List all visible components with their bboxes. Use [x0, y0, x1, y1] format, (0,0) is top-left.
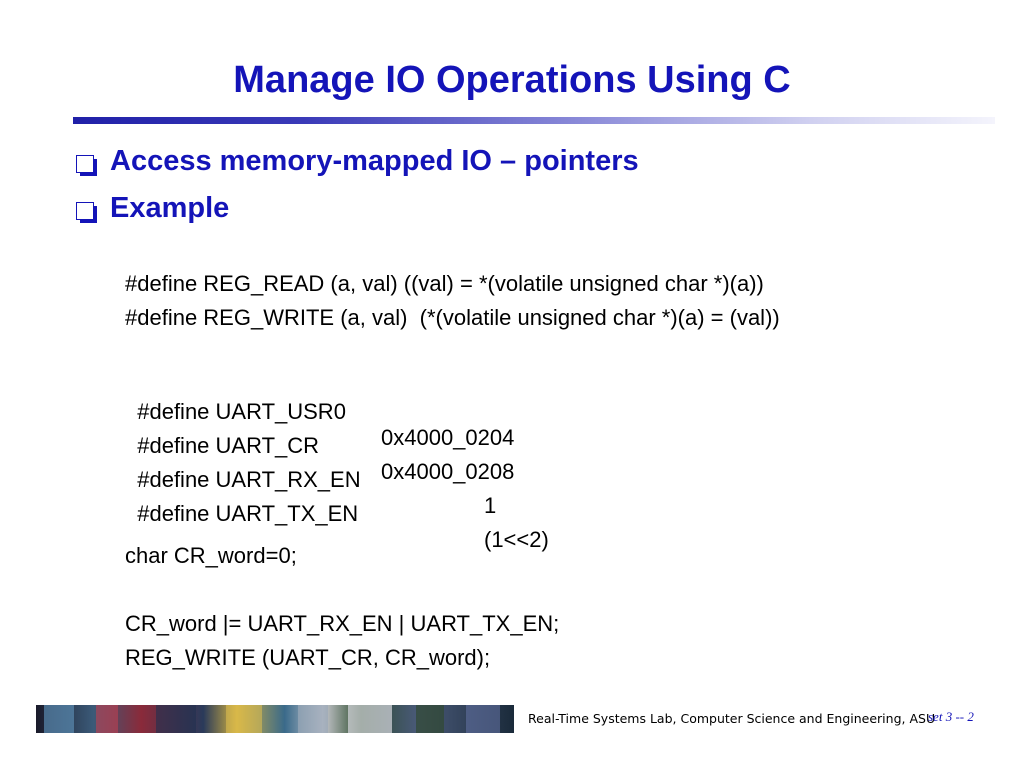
define-name: #define UART_USR0 — [137, 399, 346, 424]
define-name: #define UART_TX_EN — [137, 501, 359, 526]
code-write-call: REG_WRITE (UART_CR, CR_word); — [125, 645, 491, 670]
code-reg-write: #define REG_WRITE (a, val) (*(volatile u… — [125, 305, 780, 330]
bullet-example: Example — [76, 192, 229, 225]
define-name: #define UART_CR — [137, 433, 320, 458]
code-uart-tx-en: #define UART_TX_EN (1<<2) — [125, 475, 549, 553]
code-uart-usr0: #define UART_USR0 0x4000_0204 — [125, 373, 514, 451]
bullet-memory-mapped-io: Access memory-mapped IO – pointers — [76, 145, 639, 178]
define-value: 0x4000_0208 — [381, 459, 515, 484]
code-or-assign: CR_word |= UART_RX_EN | UART_TX_EN; — [125, 611, 560, 636]
checkbox-bullet-icon — [76, 154, 97, 176]
code-char-decl: char CR_word=0; — [125, 543, 297, 568]
define-value: 1 — [484, 493, 497, 518]
page-number: set 3 -- 2 — [928, 709, 974, 724]
slide-title: Manage IO Operations Using C — [233, 59, 791, 101]
code-uart-cr: #define UART_CR 0x4000_0208 — [125, 407, 514, 485]
bullet-text: Access memory-mapped IO – pointers — [110, 145, 639, 177]
checkbox-bullet-icon — [76, 201, 97, 223]
code-reg-read: #define REG_READ (a, val) ((val) = *(vol… — [125, 271, 764, 296]
define-name: #define UART_RX_EN — [137, 467, 361, 492]
code-uart-rx-en: #define UART_RX_EN 1 — [125, 441, 496, 519]
title-divider — [73, 117, 995, 124]
footer-image-strip — [36, 705, 514, 733]
footer-lab-name: Real-Time Systems Lab, Computer Science … — [528, 711, 936, 726]
define-value: 0x4000_0204 — [381, 425, 515, 450]
define-value: (1<<2) — [484, 527, 549, 552]
bullet-text: Example — [110, 192, 230, 224]
